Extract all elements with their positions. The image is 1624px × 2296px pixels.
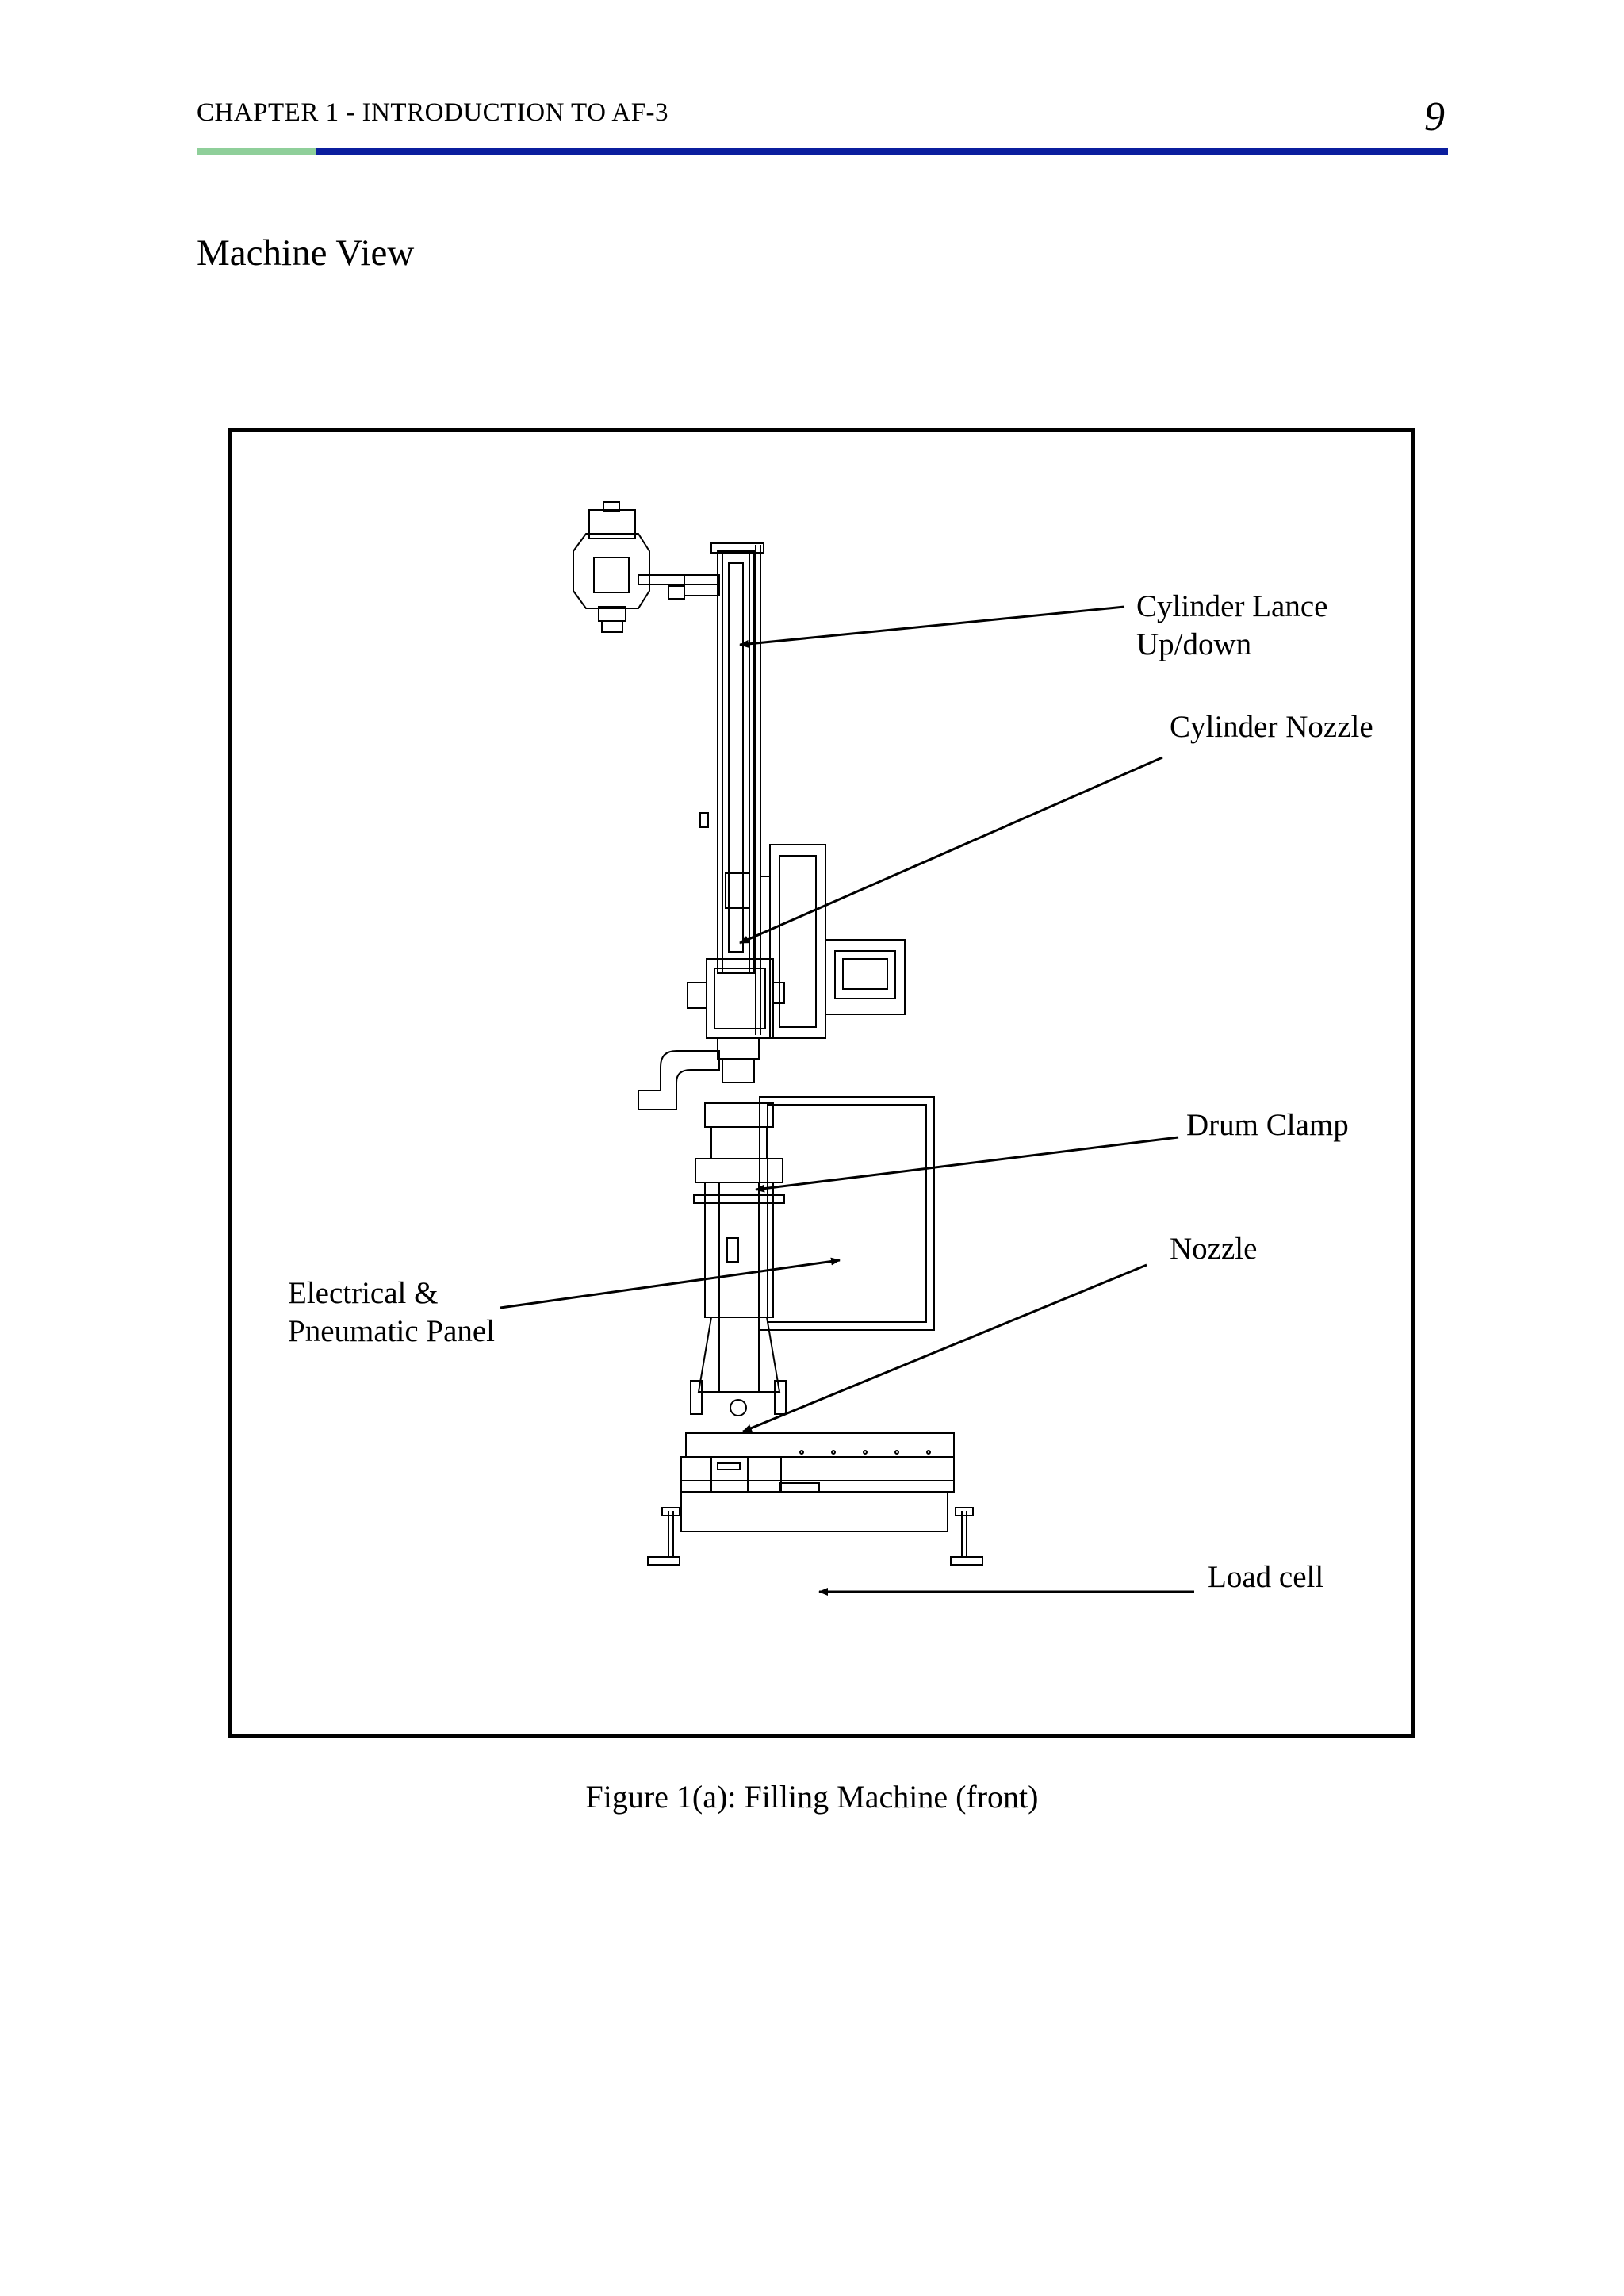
header-rule-blue	[316, 148, 1448, 155]
chapter-title: CHAPTER 1 - INTRODUCTION TO AF-3	[197, 98, 669, 127]
callout-arrows	[500, 605, 1194, 1596]
figure-caption: Figure 1(a): Filling Machine (front)	[585, 1779, 1039, 1815]
callout-cylinder-lance: Cylinder Lance Up/down	[1136, 588, 1327, 664]
callout-electrical-line1: Electrical &	[288, 1276, 439, 1310]
callout-nozzle: Nozzle	[1170, 1232, 1258, 1266]
callout-electrical-panel: Electrical & Pneumatic Panel	[288, 1274, 495, 1351]
machine-outline	[573, 501, 983, 1566]
callout-cylinder-lance-line1: Cylinder Lance	[1136, 589, 1328, 623]
header-rule-green	[197, 148, 316, 155]
callout-drum-clamp: Drum Clamp	[1186, 1108, 1349, 1142]
page-header: CHAPTER 1 - INTRODUCTION TO AF-3 9	[197, 94, 1448, 157]
page-number: 9	[1424, 94, 1445, 140]
machine-drawing	[500, 501, 1194, 1596]
section-title: Machine View	[197, 232, 415, 274]
callout-cylinder-nozzle: Cylinder Nozzle	[1170, 710, 1373, 744]
callout-electrical-line2: Pneumatic Panel	[288, 1314, 496, 1348]
figure-frame: Cylinder Lance Up/down Cylinder Nozzle D…	[228, 428, 1415, 1738]
callout-cylinder-lance-line2: Up/down	[1136, 627, 1252, 661]
callout-load-cell: Load cell	[1208, 1560, 1324, 1594]
